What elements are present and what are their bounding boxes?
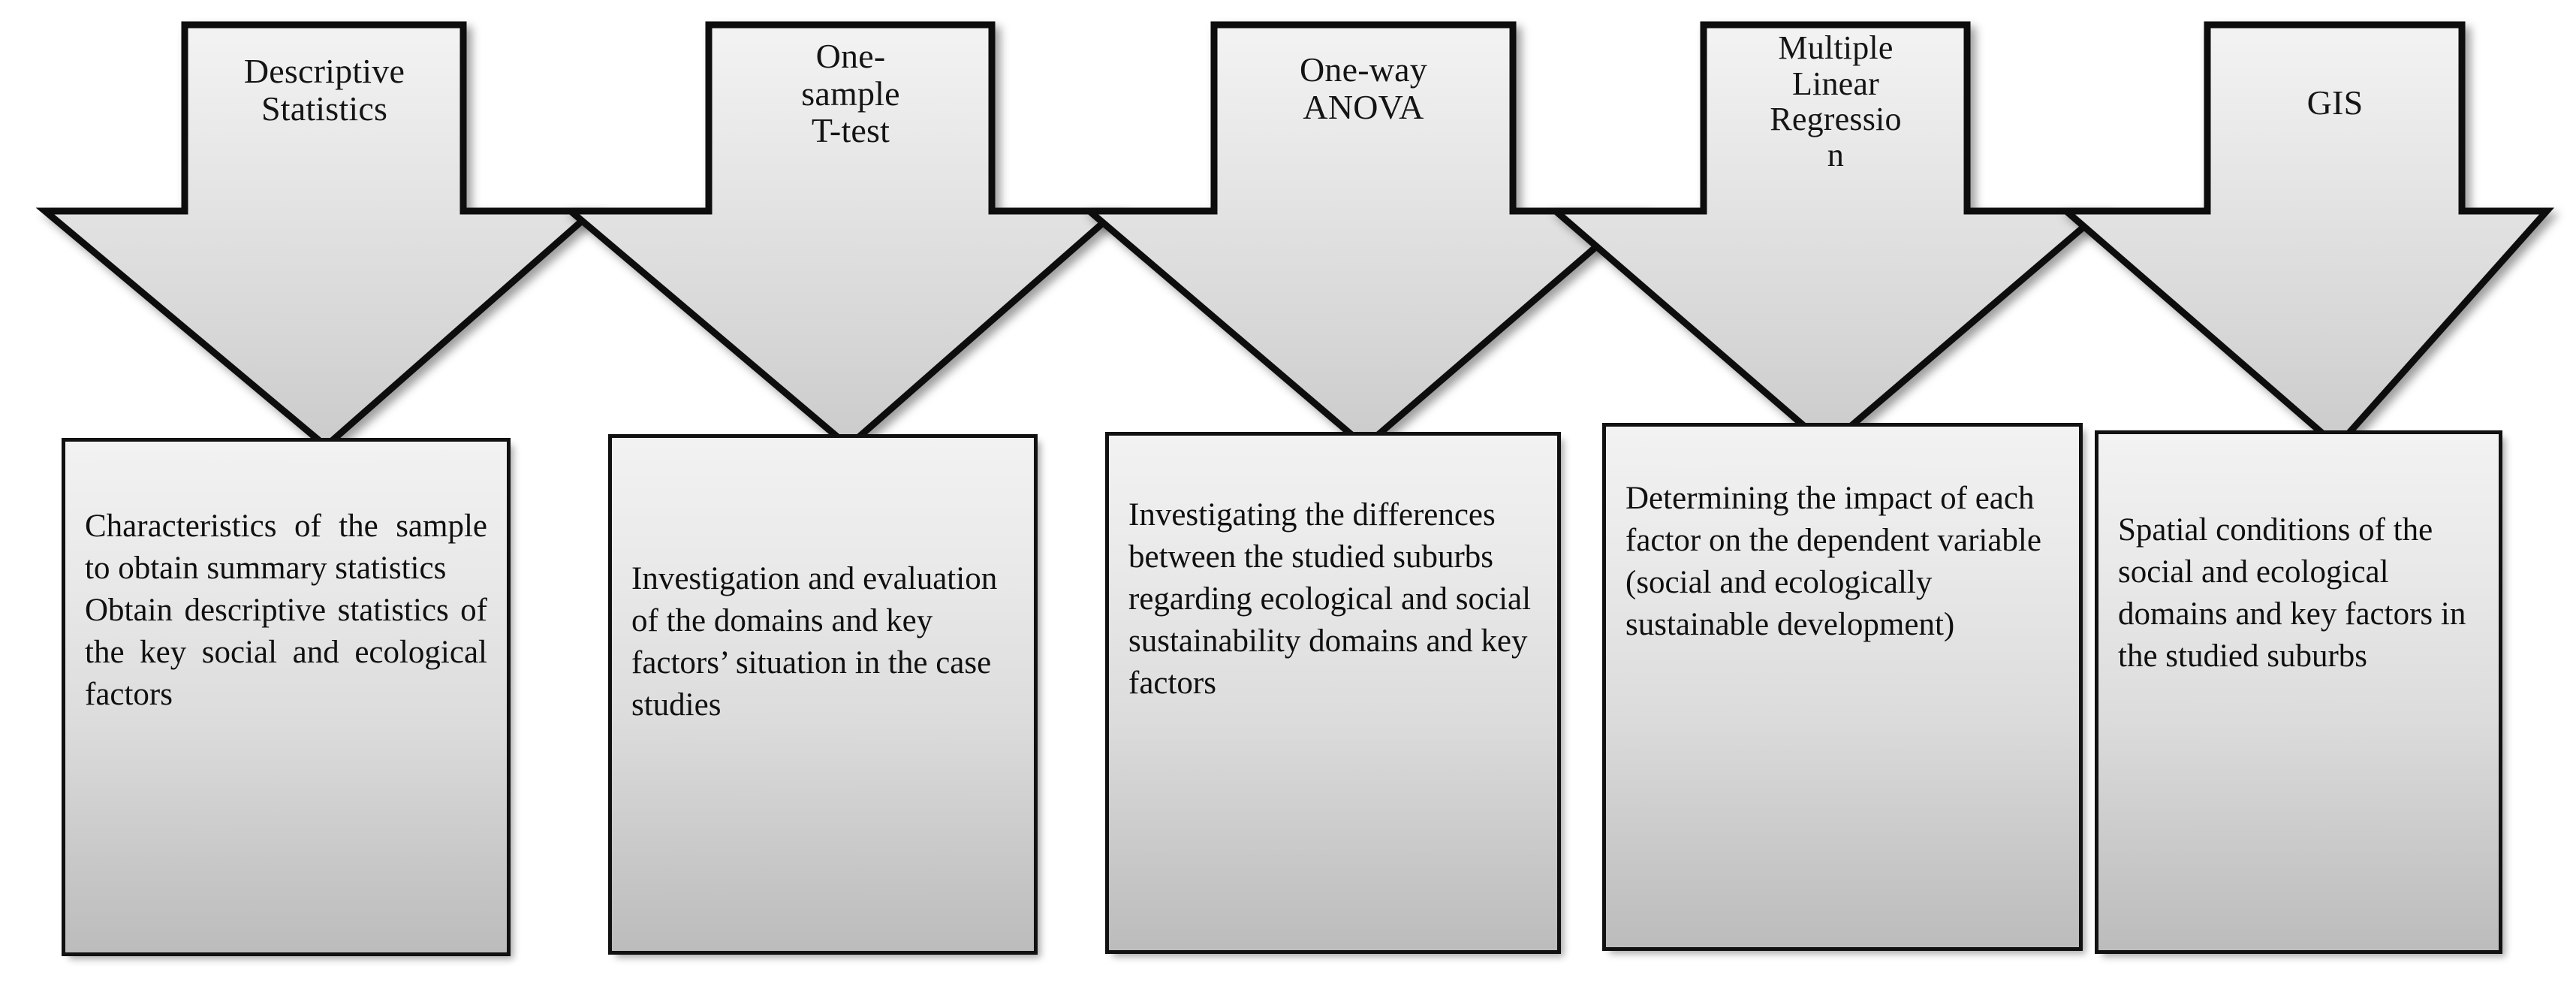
arrow-layer — [35, 21, 2555, 451]
description-box-one-sample-t-test: Investigation and evaluation of the doma… — [608, 434, 1038, 955]
arrow-multiple-linear-regression — [1546, 21, 2112, 451]
description-text-one-way-anova: Investigating the differences between th… — [1128, 497, 1532, 701]
arrow-descriptive-statistics — [35, 21, 602, 451]
description-text-descriptive-statistics: Characteristics of the sample to obtain … — [85, 509, 487, 712]
description-text-multiple-linear-regression: Determining the impact of each factor on… — [1625, 481, 2041, 642]
description-box-descriptive-statistics: Characteristics of the sample to obtain … — [62, 438, 511, 956]
arrow-gis — [2056, 21, 2555, 451]
description-box-one-way-anova: Investigating the differences between th… — [1105, 432, 1561, 954]
arrow-one-sample-t-test — [561, 21, 1125, 451]
description-text-one-sample-t-test: Investigation and evaluation of the doma… — [631, 561, 998, 723]
description-box-gis: Spatial conditions of the social and eco… — [2095, 430, 2502, 954]
description-box-multiple-linear-regression: Determining the impact of each factor on… — [1602, 423, 2083, 951]
arrow-one-way-anova — [1080, 21, 1647, 451]
description-text-gis: Spatial conditions of the social and eco… — [2118, 512, 2466, 674]
